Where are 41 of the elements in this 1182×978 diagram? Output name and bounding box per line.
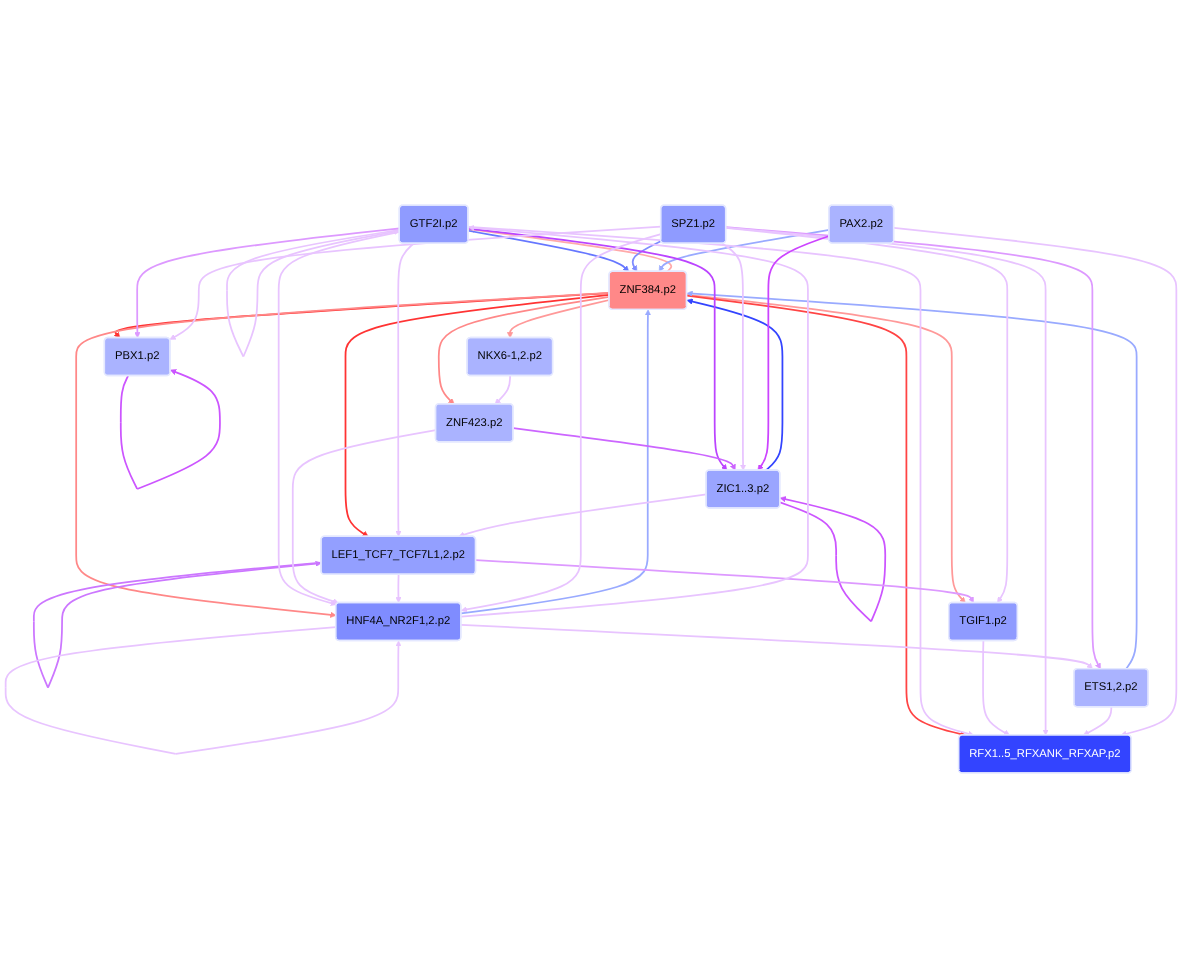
arrow — [119, 369, 221, 490]
arrow — [779, 496, 887, 623]
arrow — [460, 233, 662, 613]
arrow — [467, 227, 728, 471]
arrow — [631, 240, 663, 272]
arrow — [506, 299, 611, 339]
arrow — [494, 375, 511, 405]
arrow — [4, 626, 402, 755]
arrow — [982, 639, 1010, 736]
arrow — [226, 228, 401, 358]
arrow — [458, 493, 708, 538]
arrow — [437, 295, 611, 405]
arrow — [460, 623, 1093, 670]
arrow — [291, 429, 437, 605]
arrow — [395, 573, 402, 604]
arrow — [893, 227, 1178, 737]
arrow — [134, 227, 401, 339]
arrow — [467, 229, 630, 272]
arrow — [344, 294, 611, 537]
arrow — [658, 229, 831, 272]
arrow — [685, 294, 966, 737]
arrow — [725, 227, 1009, 604]
arrow — [757, 235, 831, 471]
arrow — [1082, 706, 1113, 736]
arrow — [725, 226, 1101, 670]
arrow — [395, 242, 415, 537]
arrow — [686, 298, 784, 472]
arrow — [468, 226, 673, 273]
arrow — [685, 294, 966, 604]
arrow — [475, 559, 974, 604]
arrow — [467, 225, 975, 737]
arrow — [512, 427, 736, 471]
arrow — [460, 309, 652, 615]
arrow — [32, 560, 323, 689]
arrow — [460, 224, 809, 618]
arrow — [721, 242, 747, 471]
arrow — [277, 230, 401, 607]
arrow — [75, 292, 611, 618]
arrow — [169, 225, 662, 340]
arrow — [725, 226, 1049, 736]
arrow — [686, 290, 1138, 670]
